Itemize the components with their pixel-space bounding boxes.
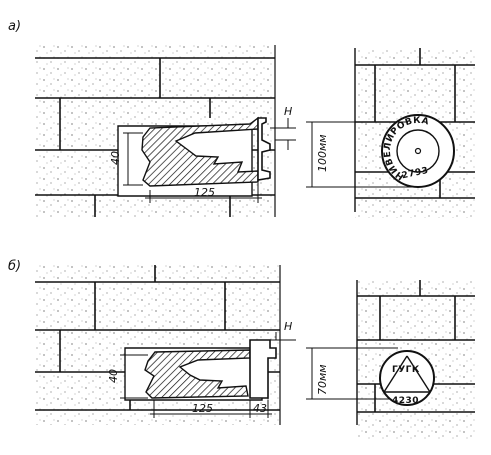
figure-b-mark-head [249,339,277,399]
figure-a-vertical-dimension: 100мм [316,134,329,172]
figure-b-wall-section [35,265,280,425]
figure-a-marker-h: Н [284,105,292,118]
figure-b-marker-h: Н [284,320,292,333]
figure-a-round-mark: НИВЕЛИРОВКА 2793 [381,114,455,188]
figure-a-label: а) [8,19,21,34]
figure-b-vertical-dimension: 70мм [316,364,329,395]
figure-b-tail-dimension: 43 [253,402,267,415]
figure-a-vertical-dimension-lines [306,121,418,188]
figure-a-height-dimension: 40 [109,151,122,165]
figure-b-dimension-lines [120,332,296,418]
figure-a-length-dimension: 125 [194,186,215,199]
figure-b-round-plaque: ГУГК 4230 [379,350,435,406]
figure-b-height-dimension: 40 [107,369,120,383]
figure-b-label: б) [8,259,21,274]
figure-b-length-dimension: 125 [192,402,213,415]
figure-a-mark-head [257,117,271,181]
figure-b-number: 4230 [392,396,419,406]
figure-a-dimension-lines [123,118,296,203]
figure-b-vertical-dimension-lines [306,347,398,400]
figure-b-plaque-title: ГУГК [392,365,420,375]
